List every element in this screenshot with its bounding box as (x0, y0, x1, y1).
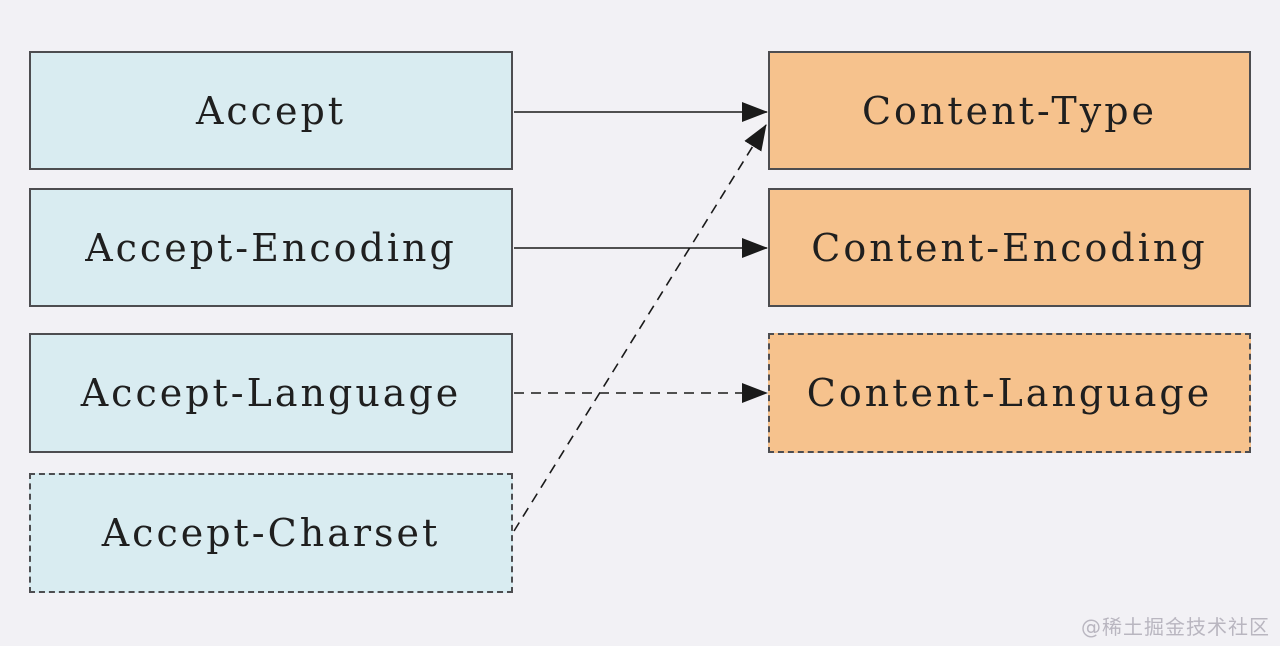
arrow-accept-charset-to-content-type (513, 124, 767, 532)
node-content-language: Content-Language (768, 333, 1251, 453)
node-accept-encoding: Accept-Encoding (29, 188, 513, 307)
node-content-type: Content-Type (768, 51, 1251, 170)
watermark: @稀土掘金技术社区 (1081, 615, 1270, 639)
node-accept: Accept (29, 51, 513, 170)
node-accept-language: Accept-Language (29, 333, 513, 453)
node-accept-charset: Accept-Charset (29, 473, 513, 593)
node-content-encoding: Content-Encoding (768, 188, 1251, 307)
